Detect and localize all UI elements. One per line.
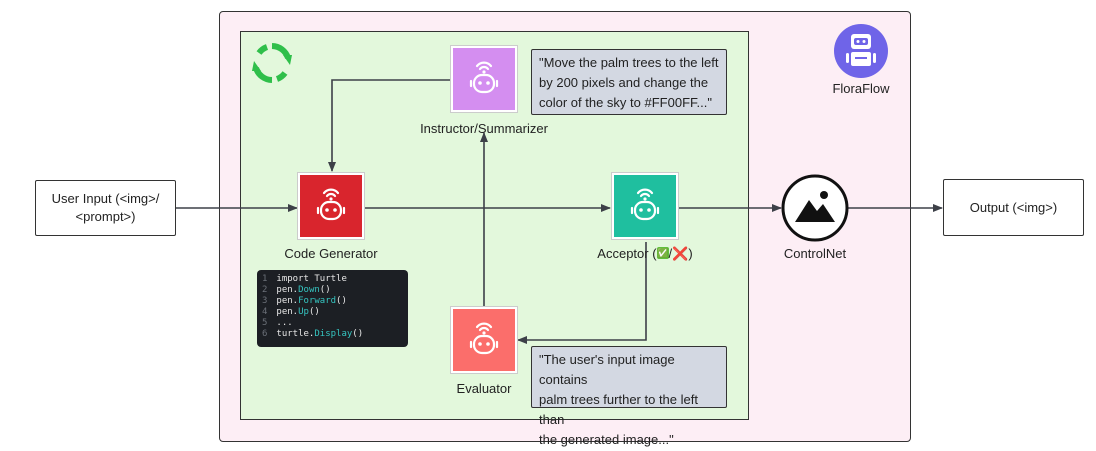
output-box: Output (<img>)	[943, 179, 1084, 236]
robot-icon	[316, 188, 346, 221]
acceptor-label: Acceptor (✅/❌)	[584, 246, 706, 262]
robot-icon	[469, 322, 499, 355]
output-label: Output (<img>)	[969, 199, 1058, 215]
instructor-quote-line: "Move the palm trees to the left	[539, 55, 719, 70]
floraflow-label: FloraFlow	[832, 81, 890, 96]
instructor-label: Instructor/Summarizer	[420, 121, 548, 136]
code-line: 2 pen.Down()	[262, 285, 331, 295]
evaluator-quote-line: "The user's input image contains	[539, 352, 675, 387]
user-input-label-line2: <prompt>)	[75, 209, 136, 224]
code-snippet: 1 import Turtle 2 pen.Down() 3 pen.Forwa…	[257, 270, 408, 347]
controlnet-label: ControlNet	[783, 246, 847, 261]
acceptor-label-suffix: )	[688, 246, 693, 261]
loop-icon	[252, 43, 292, 83]
evaluator-quote-line: the generated image..."	[539, 432, 674, 447]
evaluator-label: Evaluator	[456, 381, 512, 396]
code-generator-agent	[298, 173, 364, 239]
code-line: 4 pen.Up()	[262, 307, 320, 317]
arrow-acceptor-to-evaluator	[517, 242, 647, 344]
mountain-image-icon	[795, 191, 835, 222]
code-line: 6 turtle.Display()	[262, 329, 364, 339]
evaluator-quote-line: palm trees further to the left than	[539, 392, 698, 427]
code-generator-label: Code Generator	[284, 246, 378, 261]
acceptor-label-sep: /	[668, 246, 673, 261]
instructor-quote-line: by 200 pixels and change the	[539, 75, 709, 90]
evaluator-quote: "The user's input image contains palm tr…	[531, 346, 727, 447]
acceptor-label-prefix: Acceptor (	[597, 246, 657, 261]
arrow-instructor-to-codegen	[328, 79, 450, 172]
controlnet-node	[781, 174, 849, 242]
check-icon: ✅	[656, 247, 669, 259]
user-input-label-line1: User Input (<img>/	[51, 191, 160, 206]
code-line: 1 import Turtle	[262, 274, 347, 284]
robot-avatar-icon	[834, 24, 888, 78]
code-line: 5 ...	[262, 318, 293, 328]
instructor-quote-line: color of the sky to #FF00FF..."	[539, 95, 712, 110]
user-input-box: User Input (<img>/ <prompt>)	[35, 180, 176, 236]
instructor-quote: "Move the palm trees to the left by 200 …	[531, 49, 727, 115]
code-line: 3 pen.Forward()	[262, 296, 347, 306]
robot-icon	[469, 61, 499, 94]
evaluator-agent	[451, 307, 517, 373]
cross-icon: ❌	[672, 246, 689, 261]
instructor-agent	[451, 46, 517, 112]
robot-icon	[630, 188, 660, 221]
acceptor-agent	[612, 173, 678, 239]
